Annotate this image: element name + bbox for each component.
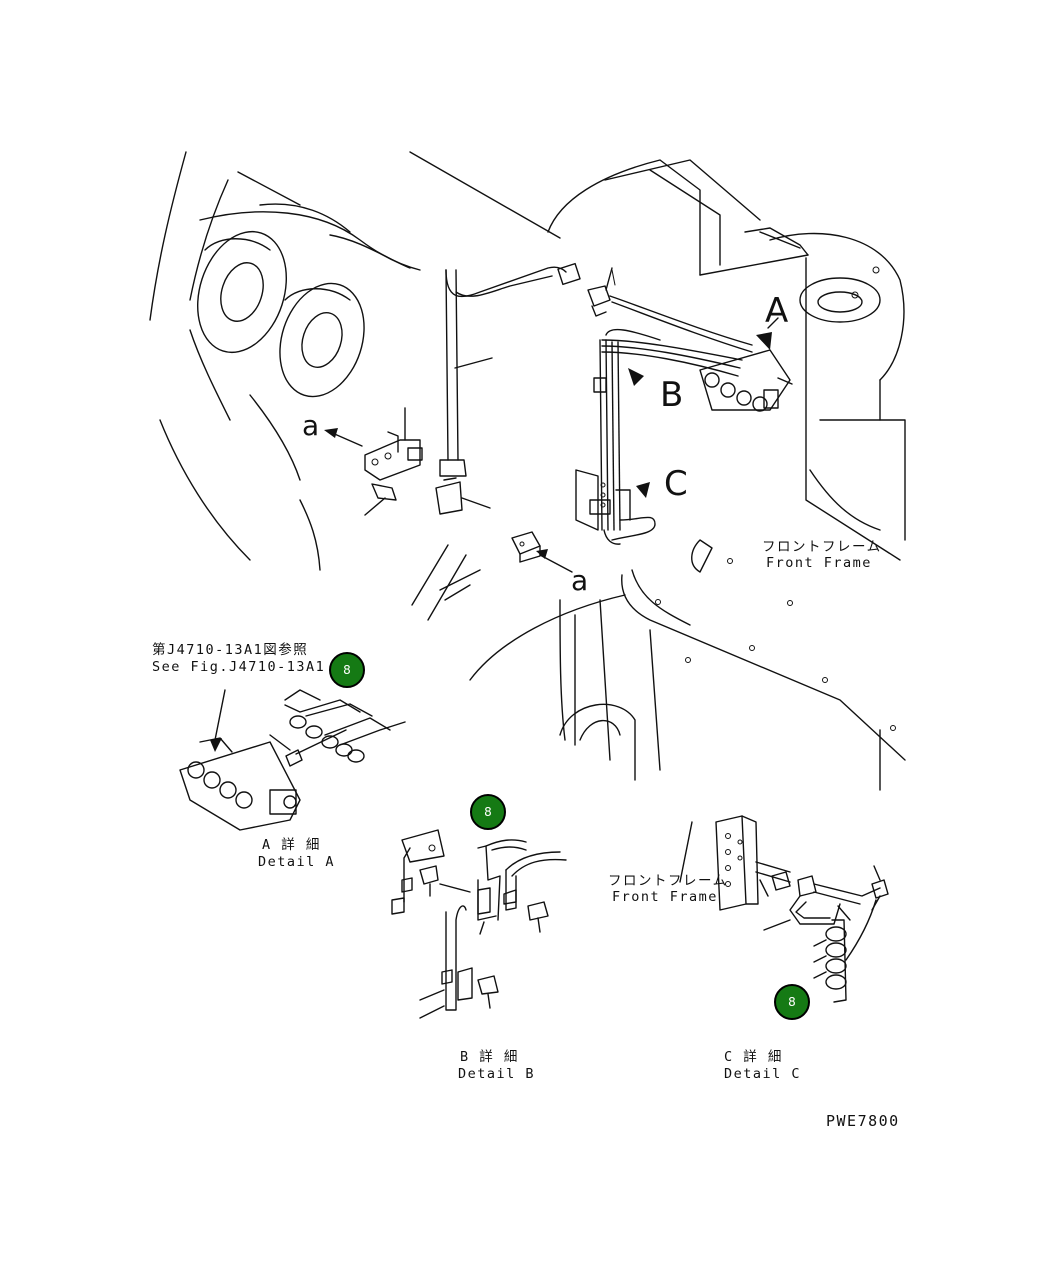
section-a-upper-label: a xyxy=(302,409,320,442)
front-frame-en-label: Front Frame xyxy=(766,555,872,571)
reference-en-label: See Fig.J4710-13A1 xyxy=(152,659,326,675)
frame-lower-right xyxy=(469,539,906,791)
view-c-label: C xyxy=(664,464,688,504)
frame-outline xyxy=(149,151,561,621)
tee-fitting xyxy=(587,267,613,317)
reference-jp-label: 第J4710-13A1図参照 xyxy=(152,642,309,658)
detail-b-drawing xyxy=(391,829,567,1019)
detail-a-jp-label: A 詳 細 xyxy=(262,837,321,853)
frame-top-right xyxy=(547,159,906,561)
callout-detail-a[interactable]: 8 xyxy=(329,652,365,688)
valve-block-a xyxy=(699,317,793,412)
wheel-boss-left xyxy=(196,230,365,398)
detail-c-en-label: Detail C xyxy=(724,1066,802,1082)
detail-c-frame-jp-label: フロントフレーム xyxy=(608,873,728,889)
detail-c-frame-en-label: Front Frame xyxy=(612,889,718,905)
hose-bundle xyxy=(601,295,753,377)
detail-a-drawing xyxy=(179,689,406,831)
spacer-block xyxy=(511,531,573,573)
view-b-label: B xyxy=(660,375,684,415)
drawing-code: PWE7800 xyxy=(826,1112,900,1130)
detail-c-jp-label: C 詳 細 xyxy=(724,1049,783,1065)
callout-detail-c[interactable]: 8 xyxy=(774,984,810,1020)
leader-line xyxy=(611,269,616,286)
front-frame-jp-label: フロントフレーム xyxy=(762,539,882,555)
detail-b-jp-label: B 詳 細 xyxy=(460,1049,519,1065)
grease-line-main xyxy=(435,262,581,515)
vertical-hose-run xyxy=(575,339,656,545)
detail-c-drawing xyxy=(679,815,889,1003)
callout-detail-b[interactable]: 8 xyxy=(470,794,506,830)
section-a-lower-label: a xyxy=(571,564,589,597)
detail-b-en-label: Detail B xyxy=(458,1066,536,1082)
view-a-label: A xyxy=(765,291,789,331)
bracket-upper xyxy=(324,407,423,516)
detail-a-en-label: Detail A xyxy=(258,854,336,870)
